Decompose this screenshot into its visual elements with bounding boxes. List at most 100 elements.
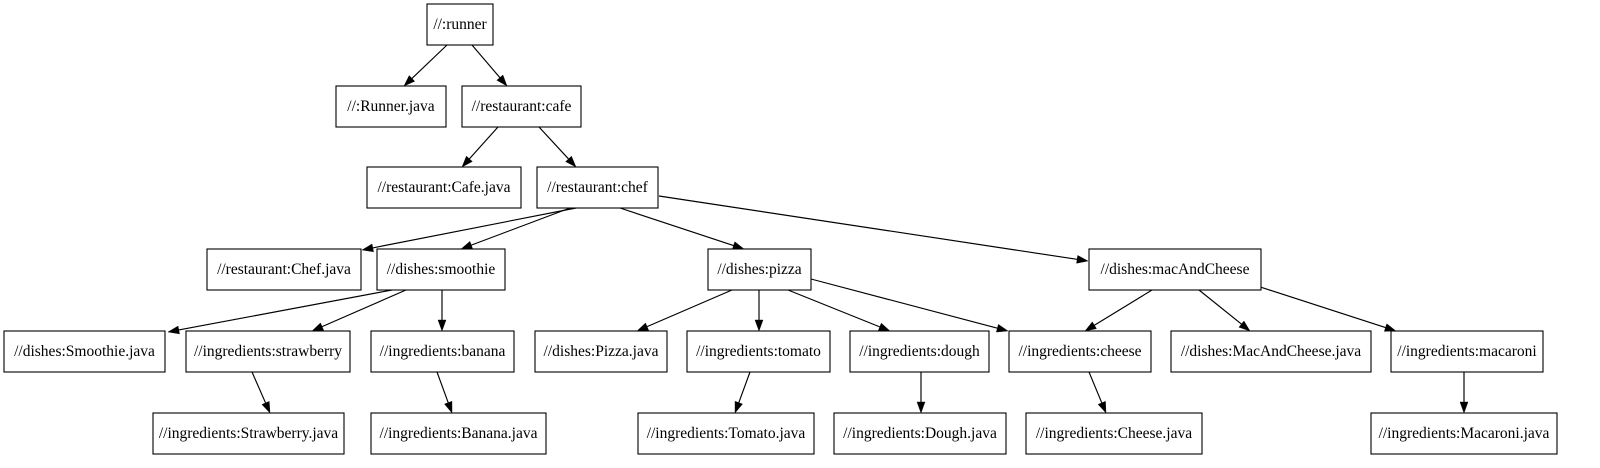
nodes-layer: //:runner //:Runner.java //restaurant:cafe… <box>3 3 1558 455</box>
node-box[interactable] <box>206 248 362 291</box>
edge-line <box>471 44 501 79</box>
graph-node-banana_java[interactable]: //ingredients:Banana.java <box>370 412 547 455</box>
node-box[interactable] <box>370 330 515 373</box>
edge-line <box>619 207 734 247</box>
graph-edge <box>619 207 745 250</box>
edge-arrowhead <box>1238 320 1251 332</box>
edge-arrowhead <box>734 401 743 414</box>
graph-node-dishes_pizza[interactable]: //dishes:pizza <box>707 248 812 291</box>
graph-node-ing_cheese[interactable]: //ingredients:cheese <box>1008 330 1152 373</box>
node-label: //dishes:pizza <box>717 261 801 278</box>
edge-arrowhead <box>754 319 764 332</box>
node-label: //dishes:Smoothie.java <box>14 343 155 360</box>
edge-arrowhead <box>1459 401 1469 414</box>
graph-edge <box>403 44 448 87</box>
graph-node-ing_strawberry[interactable]: //ingredients:strawberry <box>185 330 351 373</box>
edge-arrowhead <box>437 319 447 332</box>
node-box[interactable] <box>461 85 582 128</box>
node-box[interactable] <box>1370 412 1558 455</box>
graph-node-ing_macaroni[interactable]: //ingredients:macaroni <box>1390 330 1544 373</box>
node-label: //ingredients:Macaroni.java <box>1379 425 1550 442</box>
graph-node-restaurant_cafe[interactable]: //restaurant:cafe <box>461 85 582 128</box>
graph-edge <box>437 290 447 332</box>
graph-edge <box>916 372 926 414</box>
graph-node-chef_java[interactable]: //restaurant:Chef.java <box>206 248 362 291</box>
graph-node-dough_java[interactable]: //ingredients:Dough.java <box>833 412 1007 455</box>
node-box[interactable] <box>335 85 447 128</box>
node-box[interactable] <box>3 330 166 373</box>
node-label: //:Runner.java <box>347 98 435 115</box>
graph-node-macaroni_java[interactable]: //ingredients:Macaroni.java <box>1370 412 1558 455</box>
edge-line <box>1247 282 1386 329</box>
graph-edge <box>461 126 499 168</box>
node-label: //ingredients:macaroni <box>1397 343 1537 360</box>
node-box[interactable] <box>366 166 522 209</box>
graph-edge <box>471 44 508 87</box>
edge-arrowhead <box>878 322 891 332</box>
graph-node-ing_dough[interactable]: //ingredients:dough <box>849 330 990 373</box>
node-label: //ingredients:dough <box>859 343 980 360</box>
edge-arrowhead <box>636 322 649 332</box>
edge-arrowhead <box>444 401 453 414</box>
node-box[interactable] <box>707 248 812 291</box>
node-label: //dishes:smoothie <box>387 261 496 278</box>
node-box[interactable] <box>833 412 1007 455</box>
node-label: //ingredients:Strawberry.java <box>159 425 338 442</box>
edge-arrowhead <box>1384 323 1397 332</box>
edge-line <box>658 195 1078 260</box>
graph-node-macandchz_java[interactable]: //dishes:MacAndCheese.java <box>1170 330 1372 373</box>
graph-node-dishes_smoothie[interactable]: //dishes:smoothie <box>376 248 506 291</box>
node-label: //ingredients:cheese <box>1018 343 1141 360</box>
graph-node-cafe_java[interactable]: //restaurant:Cafe.java <box>366 166 522 209</box>
edges-layer <box>167 44 1469 414</box>
edge-arrowhead <box>996 323 1009 333</box>
node-label: //restaurant:Cafe.java <box>378 179 511 196</box>
graph-edge <box>734 371 751 414</box>
edge-arrowhead <box>311 322 324 332</box>
graph-node-runner_java[interactable]: //:Runner.java <box>335 85 447 128</box>
node-box[interactable] <box>1088 248 1262 291</box>
edge-line <box>372 207 577 249</box>
graph-node-cheese_java[interactable]: //ingredients:Cheese.java <box>1025 412 1203 455</box>
edge-arrowhead <box>916 401 926 414</box>
graph-node-smoothie_java[interactable]: //dishes:Smoothie.java <box>3 330 166 373</box>
graph-node-ing_banana[interactable]: //ingredients:banana <box>370 330 515 373</box>
graph-node-strawberry_java[interactable]: //ingredients:Strawberry.java <box>152 412 345 455</box>
graph-edge <box>1247 282 1397 332</box>
edge-line <box>1198 289 1242 325</box>
graph-node-runner[interactable]: //:runner <box>426 3 494 46</box>
node-box[interactable] <box>686 330 831 373</box>
node-label: //restaurant:cafe <box>472 98 572 115</box>
node-box[interactable] <box>1170 330 1372 373</box>
node-box[interactable] <box>152 412 345 455</box>
edge-arrowhead <box>461 155 473 168</box>
node-label: //ingredients:strawberry <box>194 343 342 360</box>
node-box[interactable] <box>426 3 494 46</box>
node-box[interactable] <box>1025 412 1203 455</box>
node-box[interactable] <box>370 412 547 455</box>
node-box[interactable] <box>185 330 351 373</box>
node-box[interactable] <box>1008 330 1152 373</box>
graph-edge <box>754 290 764 332</box>
node-label: //restaurant:chef <box>547 179 649 196</box>
edge-line <box>411 44 448 79</box>
node-box[interactable] <box>376 248 506 291</box>
node-box[interactable] <box>1390 330 1544 373</box>
node-box[interactable] <box>534 330 668 373</box>
graph-edge <box>361 207 577 253</box>
edge-line <box>810 278 998 329</box>
node-box[interactable] <box>849 330 990 373</box>
graph-node-ing_tomato[interactable]: //ingredients:tomato <box>686 330 831 373</box>
graph-node-tomato_java[interactable]: //ingredients:Tomato.java <box>637 412 815 455</box>
node-label: //ingredients:Cheese.java <box>1036 425 1192 442</box>
graph-node-restaurant_chef[interactable]: //restaurant:chef <box>536 166 659 209</box>
graph-edge <box>1198 289 1251 332</box>
graph-node-pizza_java[interactable]: //dishes:Pizza.java <box>534 330 668 373</box>
graph-edge <box>1459 372 1469 414</box>
node-box[interactable] <box>536 166 659 209</box>
node-box[interactable] <box>637 412 815 455</box>
edge-arrowhead <box>167 325 180 335</box>
graph-node-dishes_macandchz[interactable]: //dishes:macAndCheese <box>1088 248 1262 291</box>
